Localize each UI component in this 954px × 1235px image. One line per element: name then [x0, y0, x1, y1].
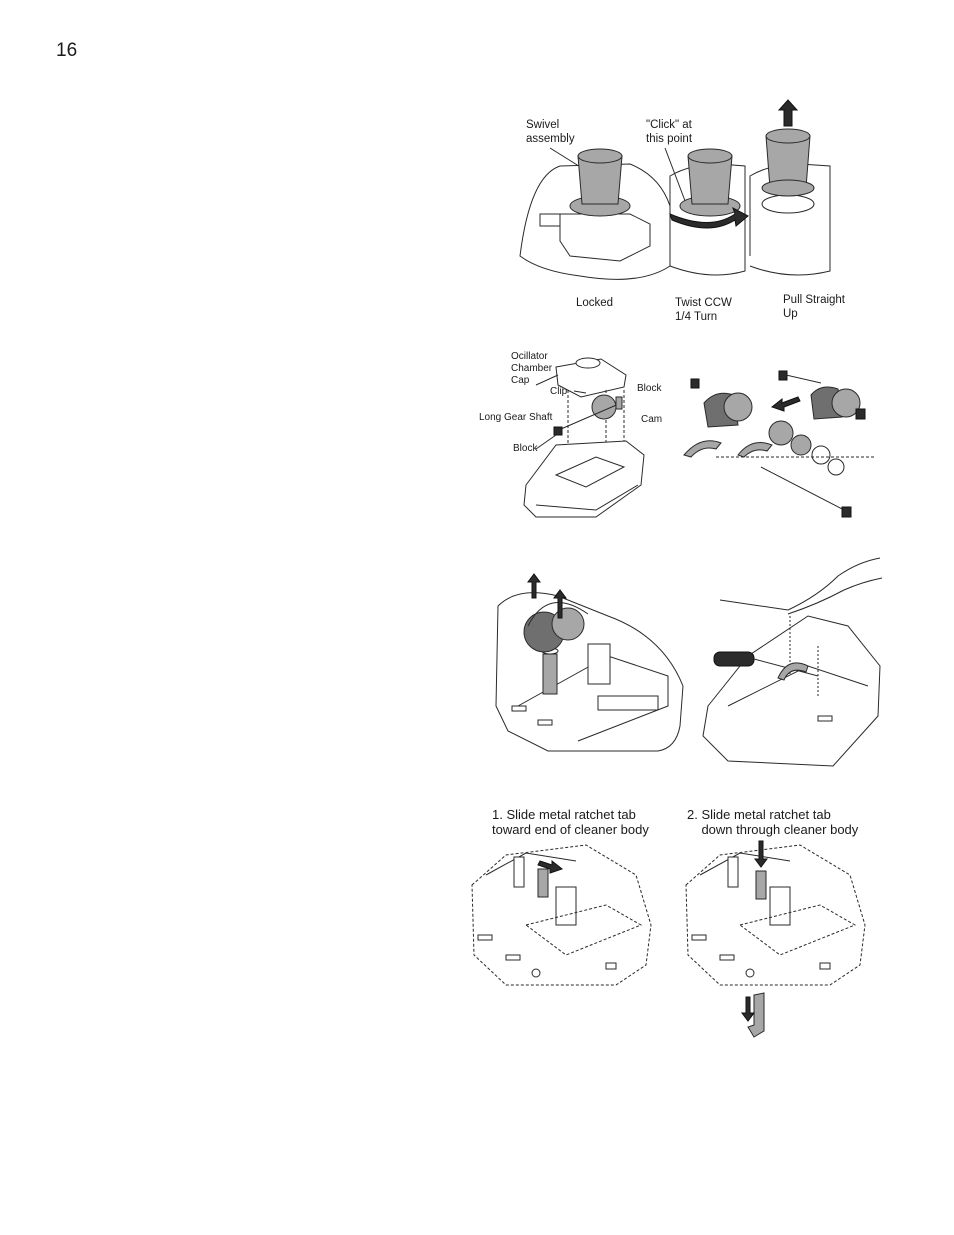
step-pull-label: Pull Straight Up [783, 294, 846, 320]
ratchet-step-2-label: 2. Slide metal ratchet tab down through … [687, 807, 859, 837]
swivel-figure: Swivel assembly "Click" at this point Lo… [519, 96, 860, 336]
callout-swivel-assembly: Swivel assembly [526, 119, 575, 145]
page-number: 16 [56, 40, 78, 61]
callout-cam: Cam [641, 414, 663, 425]
swivel-drawing [519, 99, 831, 280]
gear-removal-figure [488, 556, 888, 771]
callout-block-upper: Block [637, 383, 662, 394]
oscillator-figure: Ocillator Chamber Cap Clip Block Long Ge… [476, 345, 886, 535]
ratchet-step-1-label: 1. Slide metal ratchet tab toward end of… [492, 807, 649, 837]
callout-clip: Clip [550, 386, 568, 397]
step-locked-label: Locked [576, 297, 614, 309]
oscillator-drawing [523, 357, 876, 518]
ratchet-figure: 1. Slide metal ratchet tab toward end of… [466, 805, 876, 1045]
ratchet-drawing [471, 840, 866, 1038]
callout-block-lower: Block [513, 443, 538, 454]
callout-oscillator-chamber-cap: Ocillator Chamber Cap [511, 351, 553, 386]
step-twist-label: Twist CCW 1/4 Turn [675, 297, 732, 323]
callout-click-point: "Click" at this point [646, 119, 693, 145]
callout-long-gear-shaft: Long Gear Shaft [479, 412, 553, 423]
gear-removal-drawing [495, 557, 883, 767]
